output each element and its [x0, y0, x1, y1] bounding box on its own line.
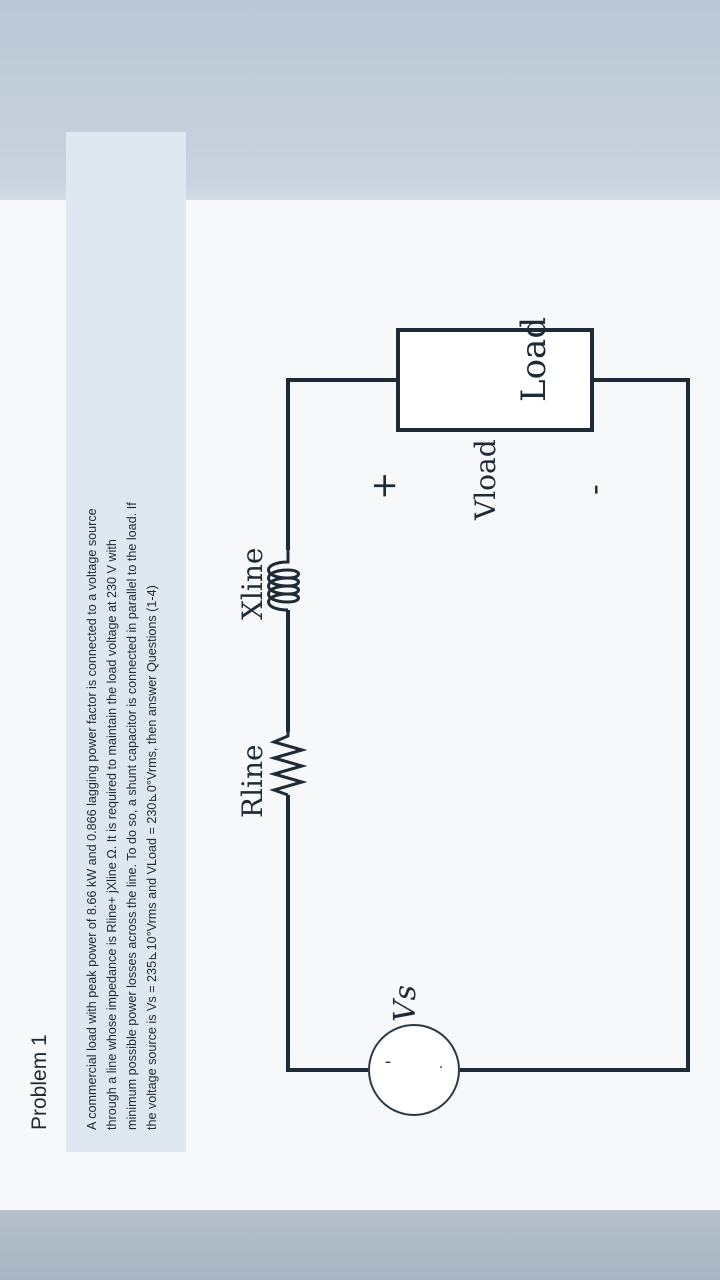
- inductor-symbol: [267, 550, 300, 612]
- xline-label: Xline: [236, 548, 269, 620]
- load-box: [396, 328, 594, 432]
- wire-left: [286, 795, 368, 1072]
- wire-right: [286, 378, 398, 550]
- plus-sign: +: [364, 472, 404, 501]
- source-plus-mark: ·: [434, 1065, 450, 1069]
- source-label: Vs: [388, 985, 423, 1022]
- vload-label: Vload: [469, 439, 502, 521]
- voltage-source-circle: [368, 1024, 460, 1116]
- source-minus-mark: -: [385, 1051, 392, 1072]
- wire-load-bottom: [460, 378, 690, 1072]
- load-label: Load: [514, 317, 554, 402]
- resistor-symbol: [268, 732, 308, 797]
- minus-sign: -: [575, 484, 613, 495]
- rline-label: Rline: [236, 744, 269, 818]
